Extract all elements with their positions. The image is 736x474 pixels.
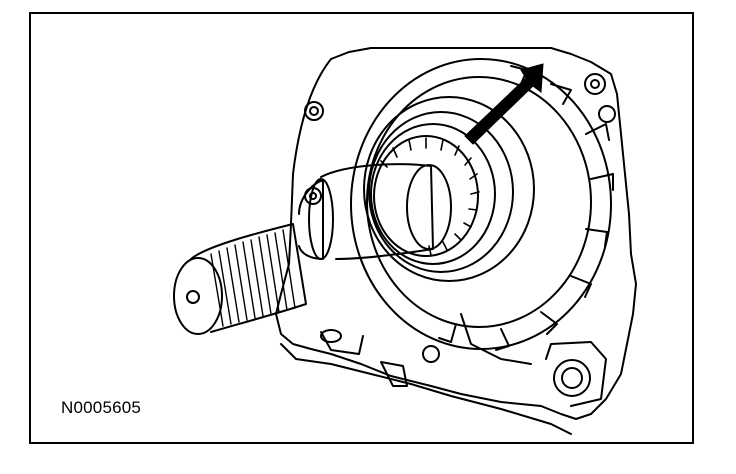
arrow-icon <box>464 63 544 145</box>
plug-boss <box>545 341 607 407</box>
pump-fin <box>590 173 614 191</box>
bearing-seal <box>373 135 479 257</box>
shaft-shoulder <box>298 179 324 260</box>
pump-body <box>350 58 612 350</box>
case-bracket <box>380 361 408 387</box>
figure-id-label: N0005605 <box>61 398 142 417</box>
housing-bolt-boss <box>309 106 319 116</box>
lower-case <box>280 343 572 435</box>
housing-bolt-boss <box>309 192 317 200</box>
housing-bolt-boss <box>598 105 616 123</box>
pump-fin <box>570 275 592 298</box>
spline-shaft <box>190 223 307 333</box>
bearing-rollers <box>380 137 480 256</box>
case-pin <box>422 345 440 363</box>
lower-case-rib <box>320 331 364 355</box>
seal-ring <box>368 111 514 273</box>
drain-plug <box>553 359 591 397</box>
pump-body-inner <box>366 76 592 328</box>
pump-fin <box>585 228 608 247</box>
housing-bolt-boss <box>304 101 324 121</box>
seal-ring-inner <box>370 123 496 265</box>
transmission-illustration <box>173 47 637 435</box>
pump-fin <box>495 328 510 351</box>
seal-outer-ring <box>363 96 535 282</box>
spline-teeth <box>210 229 296 327</box>
shaft-end-face <box>406 164 452 250</box>
pump-fin <box>438 323 457 343</box>
pump-fin <box>540 311 558 335</box>
figure-frame: N0005605 <box>29 12 694 444</box>
case-boss <box>320 329 342 343</box>
housing-outline <box>275 47 637 420</box>
spline-end-hole <box>186 290 200 304</box>
spline-end-face <box>173 257 223 335</box>
pump-fin <box>550 83 572 105</box>
case-rib <box>460 313 532 365</box>
pump-fin <box>585 123 610 141</box>
shaft-collar <box>308 178 334 260</box>
drain-plug-inner <box>561 367 583 389</box>
housing-bolt-boss <box>584 73 606 95</box>
housing-bolt-boss <box>590 79 600 89</box>
